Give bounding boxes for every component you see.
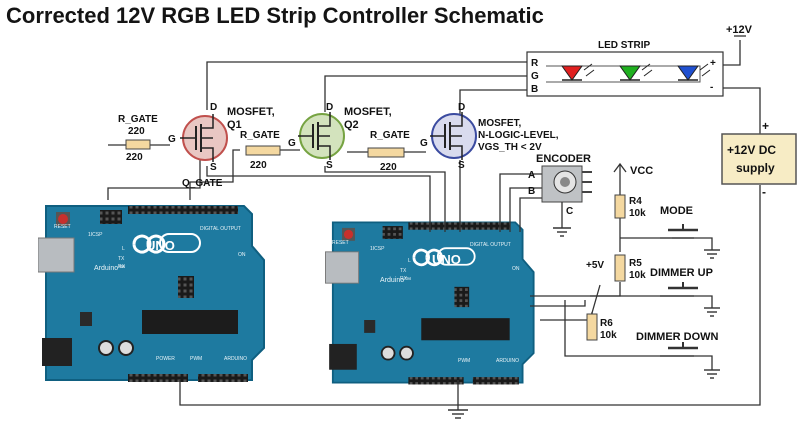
uno-logo-left: UNO <box>146 238 175 253</box>
q1-drain-label: D <box>210 102 217 113</box>
led-strip-body <box>526 51 724 97</box>
q2-gate-label: G <box>288 138 296 149</box>
mosfet-q2 <box>298 112 345 160</box>
q3-type-line2: N-LOGIC-LEVEL, <box>478 130 559 141</box>
led-red-icon <box>561 63 595 81</box>
dimmer-down-button-icon <box>660 342 720 379</box>
encoder-pin-a: A <box>528 170 535 181</box>
analog-label-right: ARDUINO <box>496 358 519 364</box>
led-green-icon <box>619 63 653 81</box>
q3-type-line3: VGS_TH < 2V <box>478 142 542 153</box>
on-label-right: ON <box>512 266 520 272</box>
icsp-label-left: 1ICSP <box>88 232 103 238</box>
q1-type-label: MOSFET, <box>227 106 275 118</box>
rx-label-right: RX <box>400 276 408 282</box>
encoder-label: ENCODER <box>536 153 591 165</box>
power-label-left: POWER <box>156 356 175 362</box>
r-gate2-resistor <box>245 145 281 156</box>
analog-label-left: ARDUINO <box>224 356 247 362</box>
led-strip-plus: + <box>710 58 716 69</box>
plus5v-label: +5V <box>586 260 604 271</box>
arduino-sub-right: Arduino™ <box>380 277 411 284</box>
encoder-pin-c: C <box>566 206 573 217</box>
r4-value: 10k <box>629 208 646 219</box>
q1-ref-label: Q1 <box>227 119 242 131</box>
supply-label-line2: supply <box>736 161 775 175</box>
tx-label-right: TX <box>400 268 407 274</box>
reset-label-right: RESET <box>332 240 349 246</box>
r-gate3-name: R_GATE <box>370 130 410 141</box>
q3-gate-label: G <box>420 138 428 149</box>
led-strip-minus: - <box>710 82 713 93</box>
rx-label-left: RX <box>118 264 126 270</box>
mode-button-label: MODE <box>660 205 693 217</box>
r-gate1-value2: 220 <box>126 152 143 163</box>
l-led-label-right: L <box>408 258 411 264</box>
led-blue-icon <box>677 63 711 81</box>
reset-label-left: RESET <box>54 224 71 230</box>
r4-resistor <box>614 194 626 219</box>
wires <box>107 40 761 410</box>
supply-label-line1: +12V DC <box>727 143 776 157</box>
pwm-label-right: PWM <box>458 358 470 364</box>
led-strip-label: LED STRIP <box>598 40 651 51</box>
vcc-label: VCC <box>630 165 653 177</box>
uno-logo-right: UNO <box>432 252 461 267</box>
q3-source-label: S <box>458 160 465 171</box>
supply-plus: + <box>762 119 769 133</box>
r-gate1-value: 220 <box>128 126 145 137</box>
r-gate3-value: 220 <box>380 162 397 173</box>
led-strip-pin-b: B <box>531 84 538 95</box>
arduino-sub-left: Arduino™ <box>94 265 125 272</box>
r6-resistor <box>586 313 598 341</box>
led-strip-pin-r: R <box>531 58 539 69</box>
supply-minus: - <box>762 185 766 199</box>
q1-gate-label: G <box>168 134 176 145</box>
r6-name: R6 <box>600 318 613 329</box>
mode-button-icon <box>660 224 720 259</box>
q2-source-label: S <box>326 160 333 171</box>
r5-value: 10k <box>629 270 646 281</box>
q-gate-label: Q_GATE <box>182 178 223 189</box>
digital-label-right: DIGITAL OUTPUT <box>470 242 511 248</box>
l-led-label-left: L <box>122 246 125 252</box>
tx-label-left: TX <box>118 256 125 262</box>
supply-rail-label: +12V <box>726 24 753 36</box>
r4-name: R4 <box>629 196 642 207</box>
r-gate1-name: R_GATE <box>118 114 158 125</box>
mosfet-q1 <box>180 114 228 162</box>
q2-type-label: MOSFET, <box>344 106 392 118</box>
dimmer-up-button-icon <box>660 282 720 317</box>
q3-drain-label: D <box>458 102 465 113</box>
ground-icon-main <box>448 409 468 419</box>
r5-name: R5 <box>629 258 642 269</box>
r-gate2-name: R_GATE <box>240 130 280 141</box>
r6-value: 10k <box>600 330 617 341</box>
led-strip-pin-g: G <box>531 71 539 82</box>
mosfet-q3 <box>430 112 477 160</box>
q3-type-label: MOSFET, <box>478 118 522 129</box>
on-label-left: ON <box>238 252 246 258</box>
ground-icon-encoder <box>553 227 571 237</box>
dc-supply-box <box>721 133 797 185</box>
r-gate3-resistor <box>367 147 405 158</box>
dimmer-up-button-label: DIMMER UP <box>650 267 713 279</box>
pwm-label-left: PWM <box>190 356 202 362</box>
q2-drain-label: D <box>326 102 333 113</box>
encoder-pin-b: B <box>528 186 535 197</box>
dimmer-down-button-label: DIMMER DOWN <box>636 331 719 343</box>
r5-resistor <box>614 254 626 282</box>
q1-source-label: S <box>210 162 217 173</box>
r-gate2-value: 220 <box>250 160 267 171</box>
icsp-label-right: 1ICSP <box>370 246 385 252</box>
page-title: Corrected 12V RGB LED Strip Controller S… <box>6 3 544 28</box>
r-gate1-resistor <box>125 139 151 150</box>
q2-ref-label: Q2 <box>344 119 359 131</box>
digital-label-left: DIGITAL OUTPUT <box>200 226 241 232</box>
